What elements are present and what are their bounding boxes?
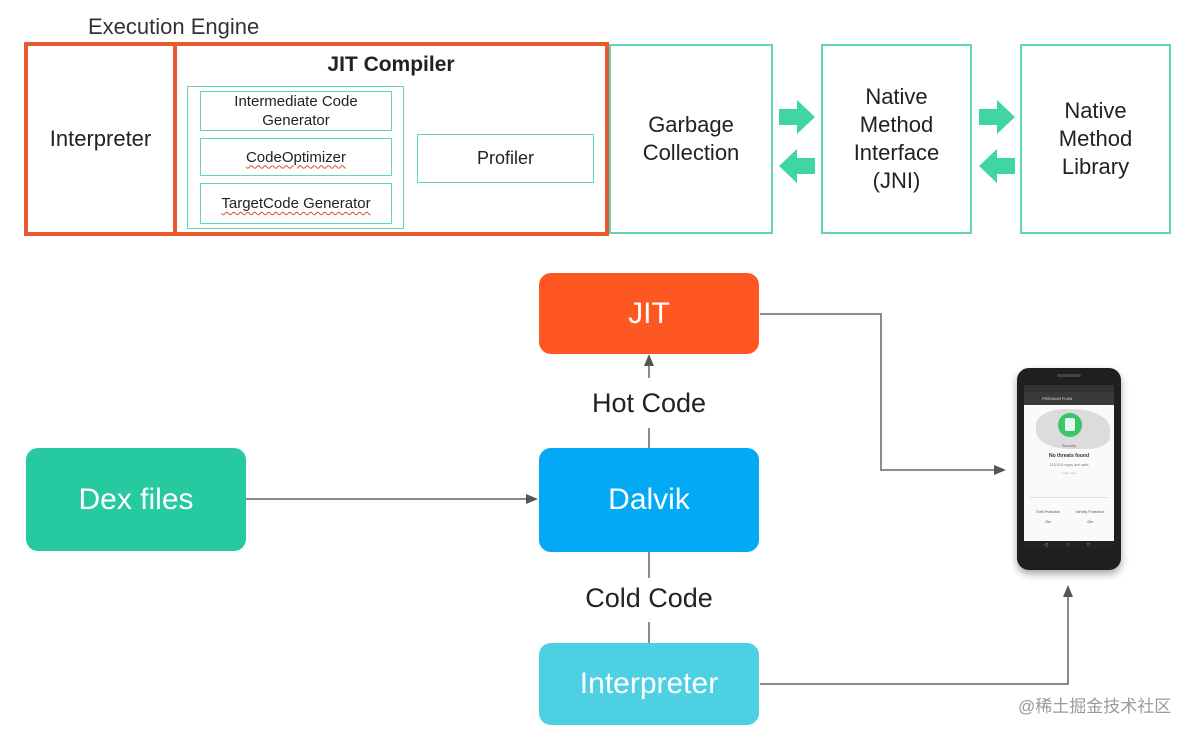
arrowhead-icon [644,354,654,366]
shield-icon [1058,413,1082,437]
arrowhead-icon [526,494,538,504]
native-library-box: Native Method Library [1020,44,1171,234]
execution-engine-label: Execution Engine [88,14,260,39]
jit-to-phone-line [760,313,996,471]
watermark: @稀土掘金技术社区 [1018,697,1172,716]
phone-toggle-1-label: Theft Protection [1035,510,1061,514]
phone-toggle-1-value[interactable]: On [1045,519,1051,524]
back-icon[interactable]: ◁ [1044,542,1048,548]
arrow-right-icon [979,100,1015,134]
profiler-box: Profiler [417,134,594,183]
jit-item-intermediate-label: Intermediate Code Generator [234,93,358,129]
garbage-collection-box: Garbage Collection [609,44,773,234]
jit-item-intermediate: Intermediate Code Generator [200,91,392,131]
arrow-right-icon [779,100,815,134]
arrow-left-icon [979,149,1015,183]
jit-item-optimizer-label: CodeOptimizer [245,148,347,166]
phone-divider [1030,497,1108,498]
dex-files-label: Dex files [78,482,194,516]
jit-inner-group [187,86,404,229]
jit-item-target: TargetCode Generator [200,183,392,224]
interpreter-to-phone-line [760,596,1069,685]
phone-app-title: PREMIUM PLAN [1042,396,1073,401]
jit-box: JIT [539,273,759,354]
hot-code-label: Hot Code [580,388,718,419]
arrowhead-icon [994,465,1006,475]
dalvik-box: Dalvik [539,448,759,552]
arrowhead-icon [1063,585,1073,597]
phone-speaker [1057,374,1081,377]
native-library-label: Native Method Library [1058,98,1133,179]
phone-app-bar: PREMIUM PLAN [1024,392,1114,405]
interpreter-runtime-box: Interpreter [539,643,759,725]
jni-label: Native Method Interface (JNI) [853,84,940,193]
jit-compiler-title: JIT Compiler [327,53,455,76]
dex-files-box: Dex files [26,448,246,551]
phone-status-bar [1024,385,1114,392]
phone-nav-bar: ◁ ○ □ [1024,541,1114,549]
android-phone: PREMIUM PLAN Security No threats found 1… [1017,368,1121,570]
interpreter-box-label: Interpreter [49,126,152,151]
phone-toggle-2-value[interactable]: On [1087,519,1093,524]
phone-status-text: Security [1061,443,1077,448]
recents-icon[interactable]: □ [1087,542,1091,548]
interpreter-runtime-label: Interpreter [579,667,719,700]
jni-box: Native Method Interface (JNI) [821,44,972,234]
garbage-collection-label: Garbage Collection [642,112,740,165]
phone-subline: 115/115 apps are safe [1049,462,1089,467]
jit-item-target-label: TargetCode Generator [221,195,371,212]
arrow-left-icon [779,149,815,183]
dalvik-label: Dalvik [608,483,690,516]
phone-screen: PREMIUM PLAN Security No threats found 1… [1024,385,1114,549]
phone-toggle-2-label: Identity Protection [1075,510,1104,514]
cold-code-label: Cold Code [575,583,723,614]
home-icon[interactable]: ○ [1066,542,1070,548]
jit-compiler-box [173,42,609,236]
jit-item-optimizer: CodeOptimizer [200,138,392,176]
phone-link[interactable]: Learn more [1061,471,1077,475]
profiler-label: Profiler [476,148,534,168]
phone-headline: No threats found [1049,453,1089,459]
jit-box-label: JIT [628,296,670,330]
